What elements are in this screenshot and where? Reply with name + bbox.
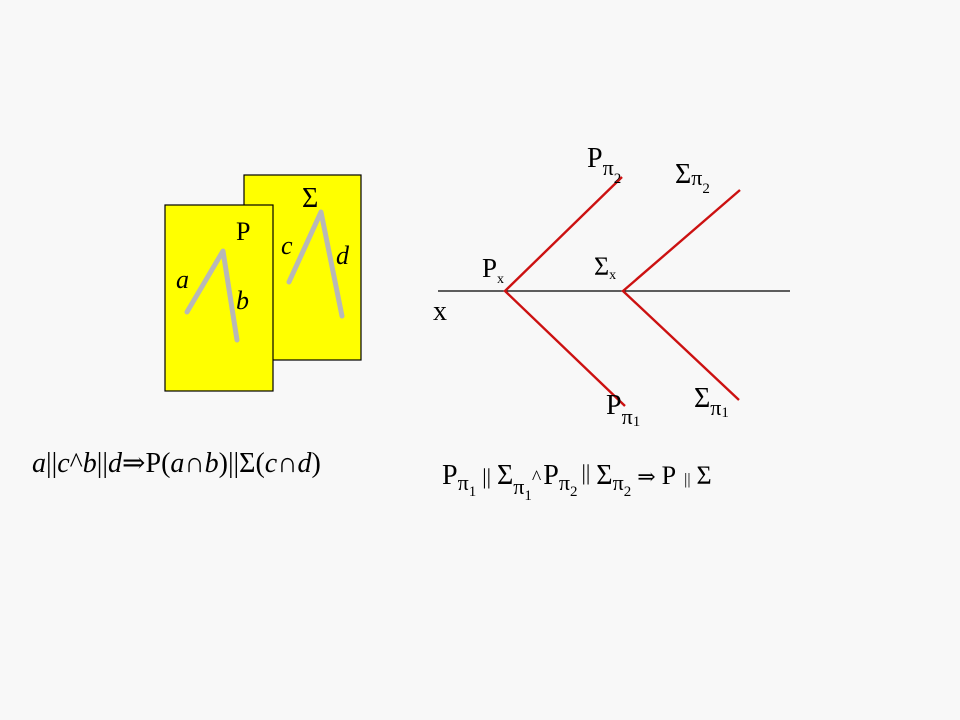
left-formula: a||c^b||d⇒P(a∩b)||Σ(c∩d): [32, 448, 321, 479]
plane-p-traces: [503, 176, 626, 407]
formula-and: ^: [532, 467, 542, 489]
formula-paren: (: [161, 448, 170, 479]
p-x-label: Px: [482, 253, 504, 287]
formula-a: a: [170, 448, 184, 479]
formula-implies: ⇒: [637, 464, 655, 489]
formula-c: c: [57, 448, 70, 479]
formula-d: d: [108, 448, 123, 479]
formula-paren: ): [311, 448, 320, 479]
formula-b: b: [83, 448, 97, 479]
formula-intersection: ∩: [277, 448, 297, 479]
formula-parallel: ||: [46, 448, 57, 479]
formula-parallel: ||: [482, 464, 491, 489]
formula-parallel: ||: [581, 460, 590, 485]
formula-p: P: [145, 448, 161, 479]
formula-paren: (: [255, 448, 264, 479]
line-d-label: d: [336, 241, 350, 270]
right-figure: x Pπ2 Σπ2 Px Σx Pπ1 Σπ1: [433, 143, 790, 430]
plane-sigma-traces: [621, 189, 741, 401]
x-axis-label: x: [433, 296, 447, 327]
lines-c-d: [286, 209, 345, 319]
plane-sigma-label: Σ: [302, 183, 318, 214]
sigma-pi1-label: Σπ1: [694, 383, 729, 421]
right-formula: Pπ1||Σπ1^Pπ2||Σπ2⇒P||Σ: [442, 460, 712, 504]
formula-parallel: ||: [684, 471, 690, 488]
sigma-x-label: Σx: [594, 252, 616, 283]
formula-intersection: ∩: [184, 448, 204, 479]
plane-p-label: P: [236, 217, 250, 246]
formula-sigma: Σ: [596, 460, 612, 491]
formula-paren: ): [219, 448, 228, 479]
formula-implies: ⇒: [122, 448, 145, 479]
formula-sigma: Σ: [697, 461, 712, 490]
formula-parallel: ||: [97, 448, 108, 479]
sigma-pi2-label: Σπ2: [675, 159, 710, 197]
formula-b: b: [205, 448, 219, 479]
formula-parallel: ||: [228, 448, 239, 479]
formula-sigma: Σ: [239, 448, 255, 479]
formula-and: ^: [70, 448, 83, 479]
p-pi2-label: Pπ2: [587, 143, 621, 187]
line-c-label: c: [281, 231, 293, 260]
formula-a: a: [32, 448, 46, 479]
lines-a-b: [184, 248, 240, 343]
line-a-label: a: [176, 265, 189, 294]
left-figure: Σ c d P a b: [164, 174, 362, 392]
formula-sigma: Σ: [497, 460, 513, 491]
line-b-label: b: [236, 286, 249, 315]
p-pi1-label: Pπ1: [606, 390, 640, 430]
plane-p: [164, 204, 274, 392]
formula-p: P: [543, 460, 559, 491]
formula-d: d: [297, 448, 312, 479]
formula-c: c: [265, 448, 278, 479]
formula-p: P: [442, 460, 458, 491]
formula-p: P: [662, 461, 676, 490]
